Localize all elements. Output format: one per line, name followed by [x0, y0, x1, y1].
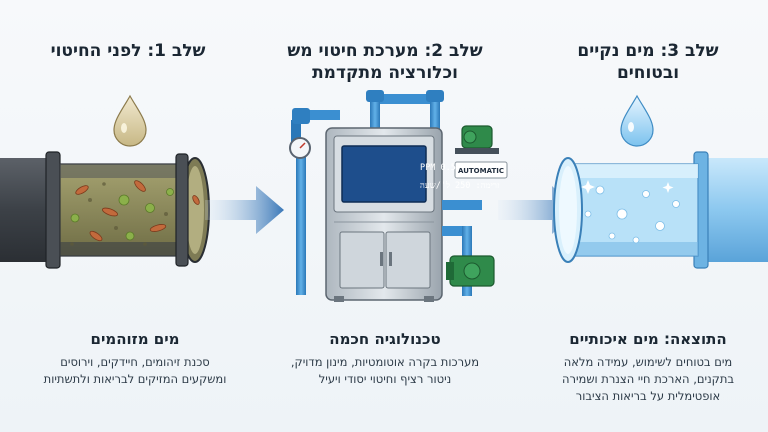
automatic-label: AUTOMATIC [458, 167, 504, 175]
dirty-drop-icon [113, 94, 147, 147]
clean-pipe-icon [553, 151, 768, 269]
stage2-result-desc: מערכות בקרה אוטומטיות, מינון מדויק, ניטו… [290, 355, 480, 386]
stage1-title: שלב 1: לפני החיטוי [50, 41, 206, 61]
disinfection-machine-icon [289, 90, 508, 302]
flow-arrow-1-icon [205, 186, 284, 234]
stage2-title: שלב 2: מערכת חיטוי מש וכלורציה מתקדמת [287, 41, 483, 83]
clean-drop-icon [620, 94, 654, 147]
dirty-pipe-icon [0, 151, 210, 269]
stage1-result-desc: סכנת זיהומים, חיידקים, וירוסים ומשקעים ה… [43, 355, 227, 386]
stage3-result-title: התוצאה: מים איכותיים [569, 330, 727, 348]
stage3-title: שלב 3: מים נקיים ובטוחים [577, 41, 719, 83]
flow-rate-readout: זרימה: 250 ל'/שעה [420, 181, 500, 191]
stage1-result-title: מים מזוהמים [90, 330, 180, 348]
stage3-result-desc: מים בטוחים לשימוש, עמידה מלאה בתקנים, הא… [561, 355, 735, 403]
chlorine-level-readout: רמת כלור: 0.5 PPM [420, 163, 500, 173]
stage2-result-title: טכנולוגיה חכמה [329, 330, 441, 348]
